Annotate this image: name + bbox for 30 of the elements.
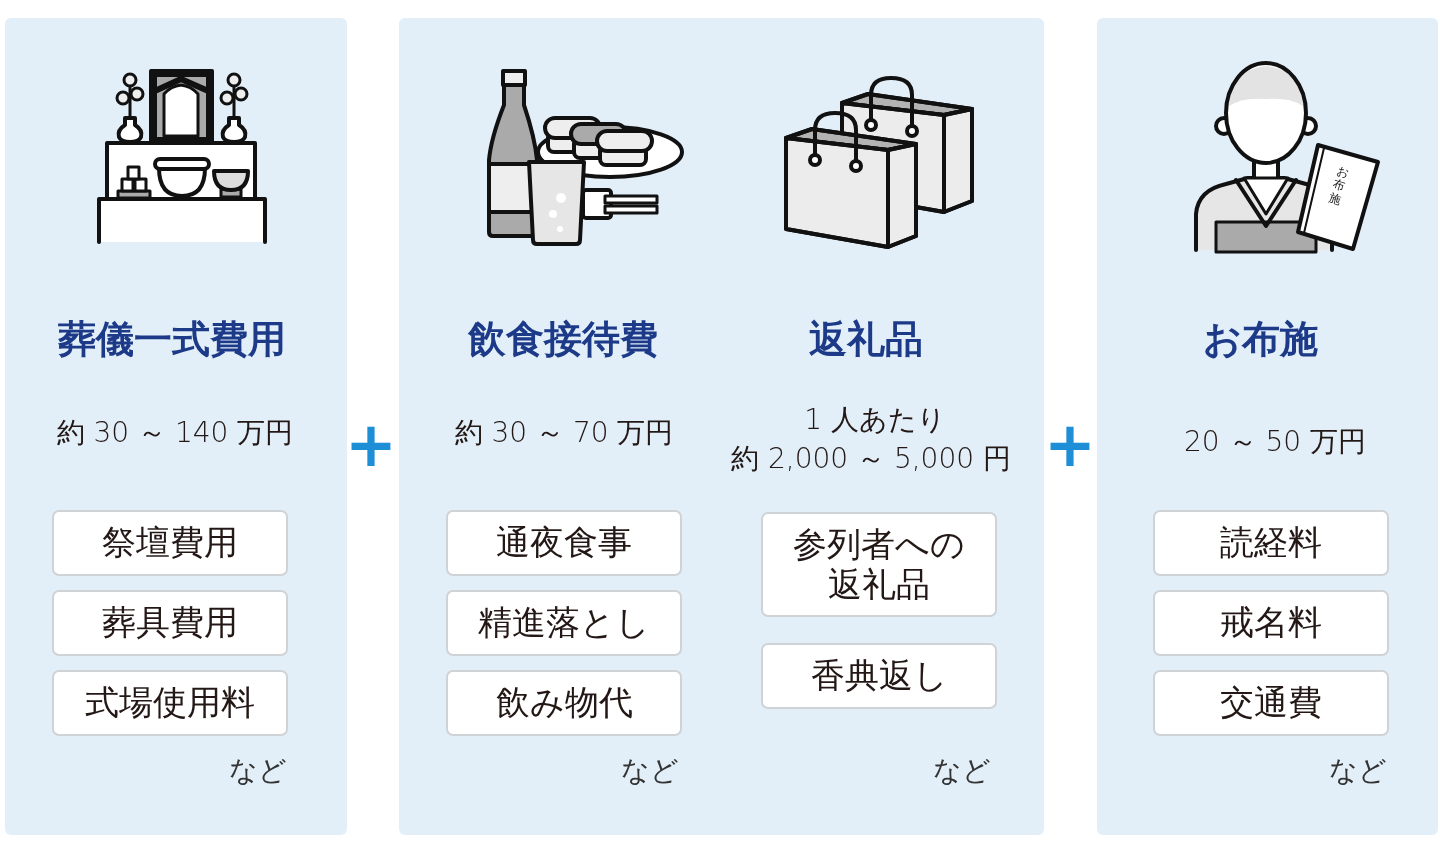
price-range: 約 30 ～ 140 万円 xyxy=(56,416,294,450)
category-panel xyxy=(1097,18,1438,835)
item-box: 葬具費用 xyxy=(52,590,288,656)
plus-sign: + xyxy=(1044,414,1096,476)
price-range: 約 2,000 ～ 5,000 円 xyxy=(731,442,1011,476)
item-box: 式場使用料 xyxy=(52,670,288,736)
etc-note: など xyxy=(933,754,991,788)
category-panel xyxy=(5,18,347,835)
item-box: 通夜食事 xyxy=(446,510,682,576)
item-box: 参列者への返礼品 xyxy=(761,512,997,617)
category-heading: 飲食接待費 xyxy=(468,317,658,363)
item-box: 精進落とし xyxy=(446,590,682,656)
etc-note: など xyxy=(1329,754,1387,788)
category-panel xyxy=(399,18,1044,835)
category-heading: 葬儀一式費用 xyxy=(58,317,286,363)
plus-sign: + xyxy=(345,414,397,476)
price-range: 約 30 ～ 70 万円 xyxy=(454,416,674,450)
item-box: 読経料 xyxy=(1153,510,1389,576)
category-heading: お布施 xyxy=(1202,317,1318,363)
item-box: 祭壇費用 xyxy=(52,510,288,576)
price-range: 20 ～ 50 万円 xyxy=(1184,425,1366,459)
item-box: 戒名料 xyxy=(1153,590,1389,656)
etc-note: など xyxy=(229,754,287,788)
book-title: お布施 xyxy=(1326,164,1352,208)
item-box: 香典返し xyxy=(761,643,997,709)
per-person-note: 1 人あたり xyxy=(804,403,946,437)
item-box: 飲み物代 xyxy=(446,670,682,736)
etc-note: など xyxy=(621,754,679,788)
category-heading: 返礼品 xyxy=(809,317,923,363)
item-box: 交通費 xyxy=(1153,670,1389,736)
